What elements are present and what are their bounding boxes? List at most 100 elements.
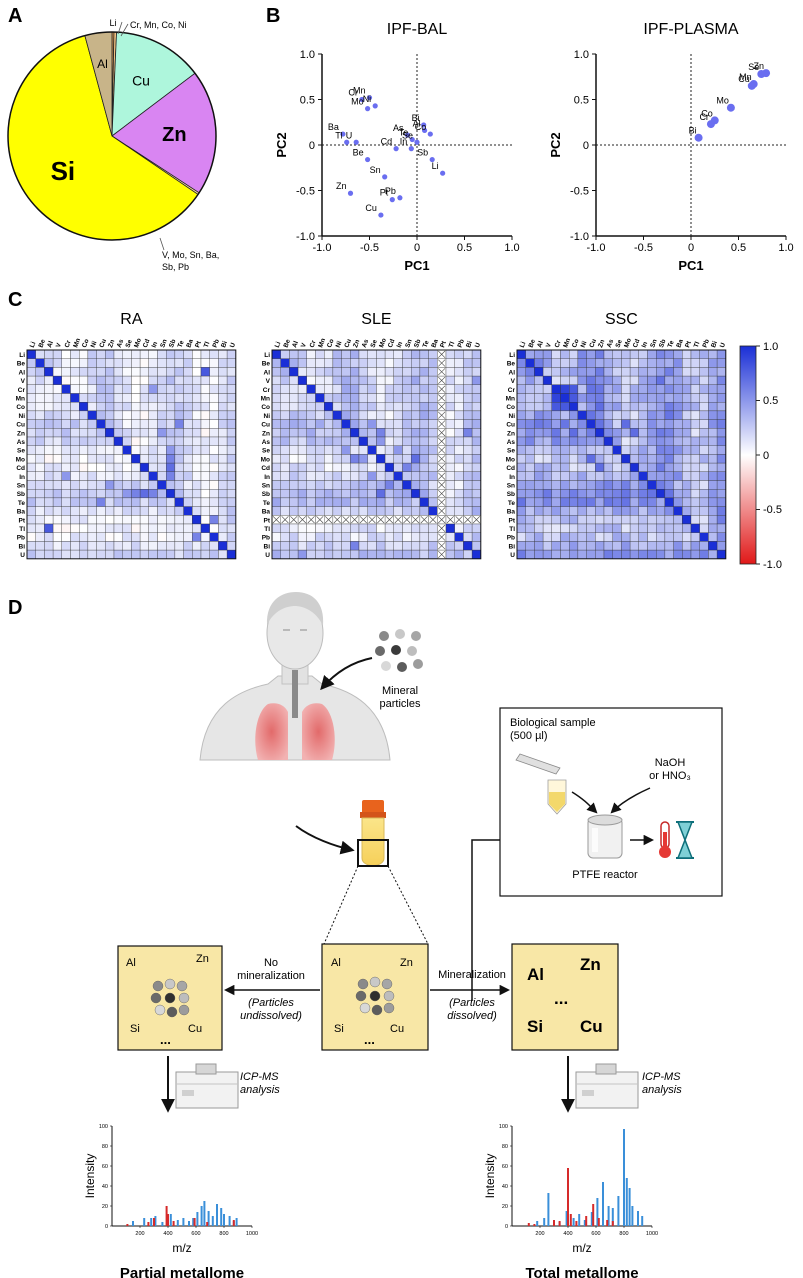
heatmap-col-label: Bi [710,340,719,349]
heatmap-cell [551,532,561,542]
spectrum-x-tick-label: 600 [191,1231,200,1237]
heatmap-cell [218,462,228,472]
heatmap-cell [525,506,535,516]
heatmap-missing-cross [438,463,446,472]
heatmap-col-label: Co [571,338,581,349]
heatmap-col-label: Pb [702,338,711,348]
particle [152,980,164,992]
heatmap-cell [306,497,316,507]
heatmap-cell [61,532,71,542]
heatmap-cell [297,419,307,429]
heatmap-cell [612,436,622,446]
heatmap-cell [716,436,726,446]
heatmap-cell [52,454,62,464]
heatmap-cell [70,436,80,446]
heatmap-cell [445,506,455,516]
heatmap-missing-cross [438,507,446,515]
heatmap-cell [647,480,657,490]
heatmap-cell [673,349,683,359]
heatmap-cell [289,367,299,377]
heatmap-cell [647,549,657,559]
heatmap-cell [306,410,316,420]
colorbar-label: -0.5 [763,504,782,516]
heatmap-cell [376,506,386,516]
heatmap-cell [393,419,403,429]
heatmap-cell [551,349,561,359]
heatmap-cell [105,532,115,542]
heatmap-cell [402,402,412,412]
heatmap-cell [367,358,377,368]
heatmap-cell [87,384,97,394]
heatmap-cell [463,462,473,472]
heatmap-cell [226,402,236,412]
heatmap-cell [445,489,455,499]
heatmap-cell [332,419,342,429]
heatmap-cell [603,393,613,403]
heatmap-cell [280,454,290,464]
heatmap-cell [454,410,464,420]
heatmap-cell [183,402,193,412]
heatmap-cell [26,358,36,368]
heatmap-col-label: Li [519,341,528,349]
heatmap-cell [367,541,377,551]
heatmap-cell [87,410,97,420]
panel-label-a: A [8,5,22,27]
heatmap-cell [174,393,184,403]
heatmap-cell [376,428,386,438]
heatmap-cell [656,393,666,403]
heatmap-cell [358,541,368,551]
heatmap-cell [454,384,464,394]
heatmap-cell [52,480,62,490]
scatter-point-label: Mn [353,86,366,96]
heatmap-cell [463,454,473,464]
heatmap-cell [525,349,535,359]
heatmap-cell [471,454,481,464]
heatmap-cell [463,523,473,533]
heatmap-missing-cross [438,429,446,437]
heatmap-missing-cross [438,359,446,367]
heatmap-cell [534,506,544,516]
heatmap-cell [516,497,526,507]
heatmap-cell [166,506,176,516]
heatmap-cell [79,506,89,516]
heatmap-cell [105,436,115,446]
particle [154,1004,166,1016]
heatmap-missing-cross [411,516,420,524]
heatmap-cell [393,532,403,542]
heatmap-cell [139,549,149,559]
heatmap-cell [96,506,106,516]
heatmap-cell [166,471,176,481]
heatmap-cell [26,419,36,429]
heatmap-cell [569,523,579,533]
heatmap-cell [516,489,526,499]
heatmap-cell [419,436,429,446]
heatmap-cell [664,436,674,446]
scatter-point-as [404,132,411,138]
heatmap-cell [166,436,176,446]
heatmap-cell [105,454,115,464]
heatmap-col-label: Mo [623,337,633,348]
heatmap-cell [516,410,526,420]
heatmap-cell [209,419,219,429]
heatmap-cell [122,480,132,490]
heatmap-cell [315,393,325,403]
heatmap-cell [621,497,631,507]
heatmap-cell [52,532,62,542]
heatmap-cell [341,523,351,533]
x-tick-label: -1.0 [313,242,332,254]
scatter-point-te [409,136,415,143]
heatmap-cell [621,393,631,403]
heatmap-cell [534,384,544,394]
heatmap-col-label: Al [536,340,545,349]
heatmap-cell [218,428,228,438]
heatmap-row-label: Tl [19,526,25,533]
heatmap-cell [629,419,639,429]
heatmap-cell [96,402,106,412]
heatmap-cell [79,480,89,490]
heatmap-cell [690,410,700,420]
heatmap-cell [96,523,106,533]
heatmap-cell [200,515,210,525]
spectrum-peak-blue [188,1221,190,1226]
heatmap-cell [569,358,579,368]
heatmap-cell [690,489,700,499]
